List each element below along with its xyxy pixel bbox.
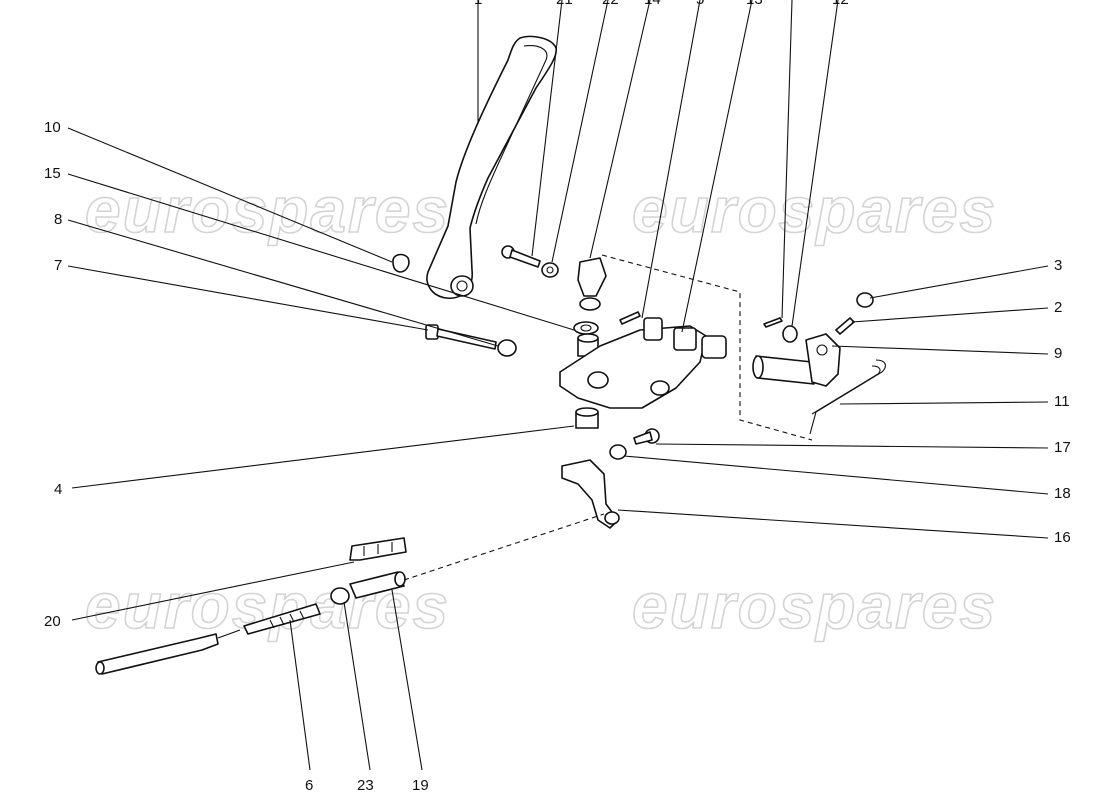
callout-21: 21 [556,0,573,8]
callout-17: 17 [1054,439,1071,456]
callout-18: 18 [1054,485,1071,502]
callout-22: 22 [602,0,619,8]
clevis-part [349,571,406,599]
bushing-upper-part [577,333,599,357]
spring-clip-part [392,253,410,273]
callout-15: 15 [44,165,61,182]
callout-6: 6 [305,777,313,794]
clevis-clip-part [349,537,407,561]
callout-10: 10 [44,119,61,136]
cotter-pin-part [763,317,783,328]
callout-9: 9 [1054,345,1062,362]
washer-8-part [497,339,517,357]
callout-14: 14 [644,0,661,8]
shaft-lever-part [752,333,841,387]
callout-13: 13 [746,0,763,8]
callout-11: 11 [1054,393,1070,410]
watermark-top-right: eurospares [632,174,997,246]
bushing-lower-part [575,407,599,429]
nut-22-part [541,262,559,278]
callout-5: 5 [696,0,704,8]
bolt-17-part [633,428,660,445]
callout-19: 19 [412,777,429,794]
leader-lines [67,0,1049,771]
bolt-21-part [501,245,541,268]
bent-rod-part [809,359,886,435]
pedal-bracket-part [559,317,727,409]
callout-4: 4 [54,481,62,498]
threaded-rod-part [243,603,321,635]
callout-2: 2 [1054,299,1062,316]
callout-23: 23 [357,777,374,794]
small-lever-part [577,257,607,311]
lower-lever-part [561,459,620,529]
nut-23-part [330,587,350,605]
washer-15-part [573,321,599,335]
washer-18-part [609,444,627,460]
pedal-lever-part [426,35,558,299]
nut-3-part [856,292,874,308]
watermark-bottom-right: eurospares [632,570,997,642]
pin-5-part [619,311,641,325]
assembly-dash-upper [601,254,813,441]
spring-pin-part [835,317,855,335]
long-bolt-part [425,324,497,350]
callout-7: 7 [54,257,62,274]
callout-16: 16 [1054,529,1071,546]
brake-cable-part [95,629,241,675]
callout-8: 8 [54,211,62,228]
callout-3: 3 [1054,257,1062,274]
callout-1: 1 [474,0,482,8]
assembly-dash-lower [403,513,605,581]
washer-12-part [782,325,798,343]
callout-20: 20 [44,613,61,630]
callout-12: 12 [832,0,849,8]
